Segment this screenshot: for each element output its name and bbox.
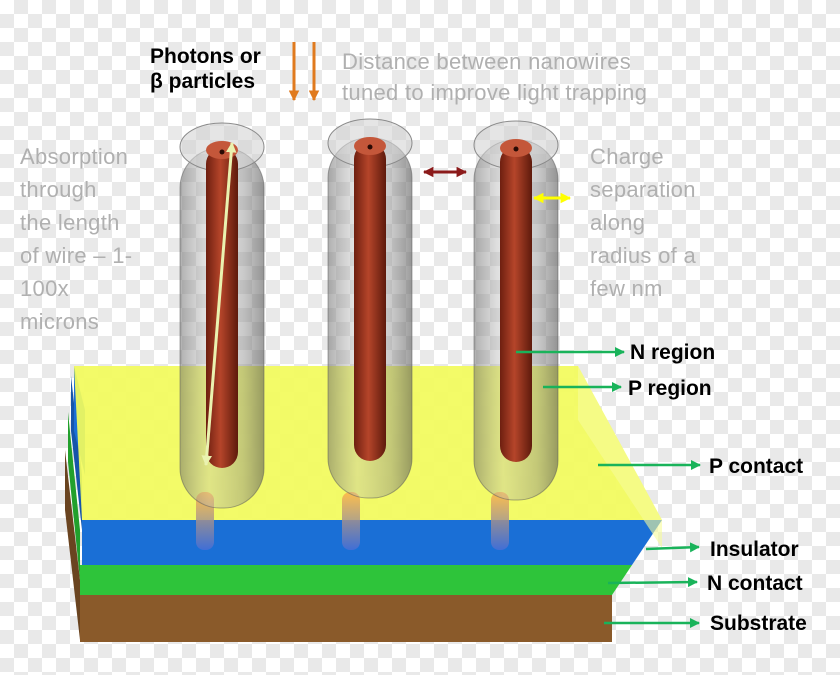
- insulator-label: Insulator: [710, 538, 799, 561]
- nanowire-2: [327, 118, 413, 499]
- distance-label: Distance between nanowires tuned to impr…: [342, 49, 648, 105]
- insulator-layer-side: [71, 376, 82, 530]
- nanowire-1: [179, 122, 265, 509]
- substrate-label: Substrate: [710, 612, 807, 635]
- insulator-arrow: [645, 542, 700, 553]
- charge-separation-label: Charge separation along radius of a few …: [590, 144, 697, 301]
- wire-2-glow: [342, 492, 360, 550]
- photons-label: Photons or β particles: [150, 45, 261, 93]
- substrate-layer-side: [65, 450, 80, 640]
- p-region-label: P region: [628, 377, 712, 400]
- slab-right-shade: [578, 366, 662, 548]
- nanowire-3: [473, 120, 559, 501]
- n-contact-layer-side: [68, 412, 80, 580]
- insulator-layer-front: [82, 520, 662, 565]
- n-contact-arrow: [607, 577, 698, 588]
- n-region-label: N region: [630, 341, 716, 364]
- wire-3-glow: [491, 492, 509, 550]
- p-contact-label: P contact: [709, 455, 804, 478]
- substrate-layer-front: [80, 595, 612, 642]
- n-contact-layer-front: [80, 565, 632, 595]
- length-arrow: [201, 141, 237, 467]
- absorption-label: Absorption through the length of wire – …: [20, 144, 133, 334]
- n-contact-label: N contact: [707, 572, 803, 595]
